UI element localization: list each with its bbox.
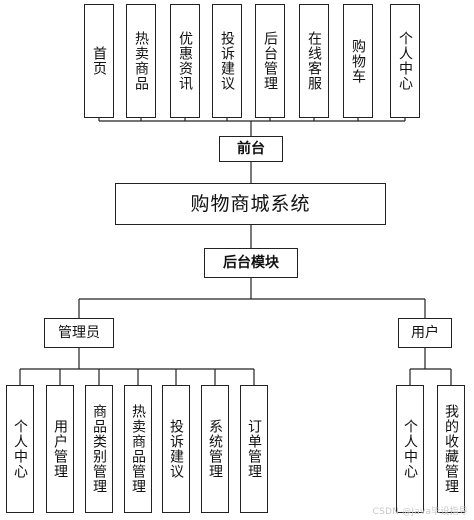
user-node: 用户: [398, 318, 452, 348]
user-module-favorites-management: 我的收藏管理: [437, 385, 465, 513]
admin-module-category-management: 商品类别管理: [85, 385, 113, 513]
frontend-module-online-service: 在线客服: [299, 4, 329, 118]
frontend-module-hot-products: 热卖商品: [126, 4, 156, 118]
admin-module-hot-product-management: 热卖商品管理: [124, 385, 152, 513]
user-module-profile: 个人中心: [396, 385, 424, 513]
root-system-node: 购物商城系统: [115, 183, 386, 225]
frontend-module-cart: 购物车: [343, 4, 373, 118]
frontend-module-complaints: 投诉建议: [212, 4, 242, 118]
admin-module-order-management: 订单管理: [240, 385, 268, 513]
admin-module-profile: 个人中心: [6, 385, 34, 513]
frontend-module-profile: 个人中心: [390, 4, 420, 118]
admin-module-system-management: 系统管理: [201, 385, 229, 513]
watermark: CSDN @Java毕设指导: [372, 507, 468, 517]
admin-node: 管理员: [44, 318, 114, 348]
admin-module-user-management: 用户管理: [46, 385, 74, 513]
frontend-node: 前台: [219, 136, 283, 162]
frontend-module-home: 首页: [84, 4, 114, 118]
frontend-module-backend-admin: 后台管理: [255, 4, 285, 118]
frontend-module-promotions: 优惠资讯: [170, 4, 200, 118]
backend-node: 后台模块: [204, 248, 298, 278]
admin-module-complaints: 投诉建议: [162, 385, 190, 513]
